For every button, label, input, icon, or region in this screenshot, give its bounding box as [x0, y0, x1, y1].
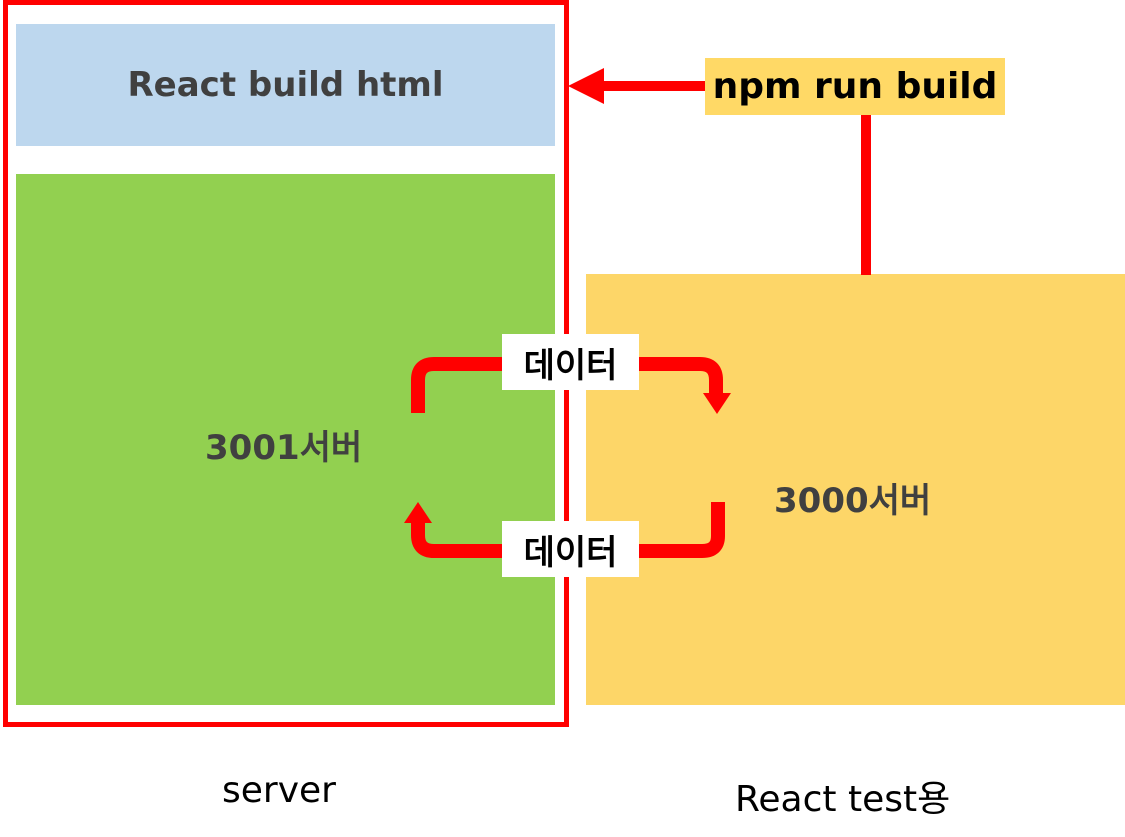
caption-server: server: [222, 770, 336, 811]
data-label-bottom: 데이터: [502, 521, 639, 577]
npm-run-build-label: npm run build: [712, 66, 998, 107]
data-label-bottom-text: 데이터: [523, 532, 618, 573]
server-3000-label: 3000서버: [774, 481, 932, 521]
npm-run-build-box: npm run build: [705, 58, 1005, 115]
build-arrow: [568, 68, 871, 275]
react-build-html-box: React build html: [16, 24, 555, 146]
server-3001-label: 3001서버: [205, 428, 363, 468]
server-3000-box: [586, 274, 1125, 705]
react-build-html-label: React build html: [127, 65, 444, 105]
server-3001-box: [16, 174, 555, 705]
data-label-top: 데이터: [502, 334, 639, 390]
caption-react-test: React test용: [735, 779, 951, 820]
data-label-top-text: 데이터: [523, 345, 618, 386]
